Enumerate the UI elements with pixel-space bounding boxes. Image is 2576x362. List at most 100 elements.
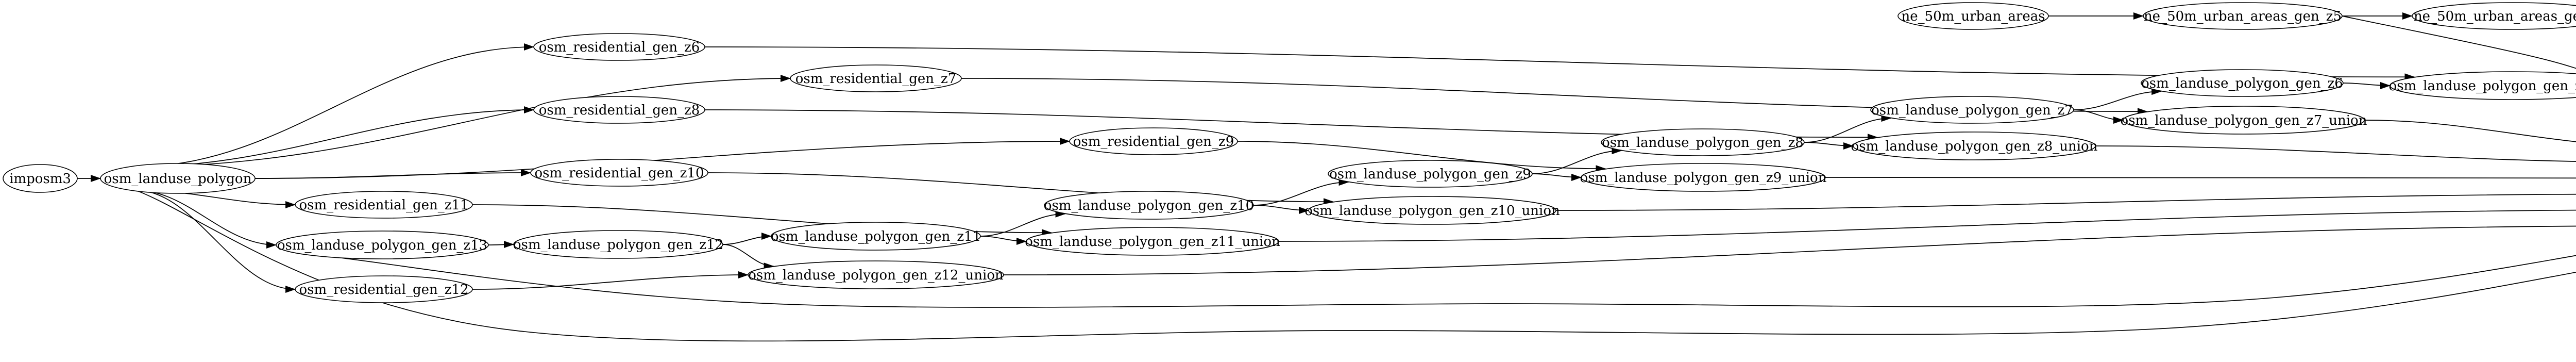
node-shape-osm_landuse_polygon_gen_z11_union [1026, 227, 1279, 256]
edge-osm_landuse_polygon_gen_z12-to-osm_landuse_polygon_gen_z12_union [722, 244, 774, 270]
node-shape-osm_residential_gen_z12 [295, 275, 473, 303]
node-label-osm_landuse_polygon_gen_z12_union: osm_landuse_polygon_gen_z12_union [748, 268, 1004, 283]
node-label-imposm3: imposm3 [9, 171, 71, 187]
node-osm_landuse_polygon_gen_z6_union: osm_landuse_polygon_gen_z6_union [2389, 71, 2576, 100]
node-shape-ne_50m_urban_areas_gen_z5 [2143, 2, 2343, 30]
edge-osm_landuse_polygon-to-osm_residential_gen_z6 [135, 43, 534, 168]
edge-osm_residential_gen_z6-to-osm_landuse_polygon_gen_z6_union [704, 46, 2415, 81]
edge-osm_residential_gen_z12-to-osm_landuse_polygon_gen_z12_union [472, 271, 749, 290]
edge-osm_landuse_polygon-to-osm_residential_gen_z7 [135, 75, 791, 168]
node-osm_landuse_polygon_gen_z9: osm_landuse_polygon_gen_z9 [1328, 160, 1533, 188]
node-shape-osm_landuse_polygon_gen_z7_union [2123, 106, 2365, 135]
edge-osm_landuse_polygon-to-osm_residential_gen_z8 [135, 106, 534, 168]
node-shape-ne_50m_urban_areas [1897, 2, 2049, 30]
edge-osm_landuse_polygon_gen_z9-to-osm_landuse_polygon_gen_z8 [1532, 147, 1622, 174]
node-shape-imposm3 [3, 164, 78, 193]
node-label-osm_landuse_polygon_gen_z6: osm_landuse_polygon_gen_z6 [2141, 76, 2343, 91]
node-osm_landuse_polygon_gen_z13: osm_landuse_polygon_gen_z13 [276, 231, 489, 259]
node-label-osm_residential_gen_z9: osm_residential_gen_z9 [1073, 134, 1234, 150]
node-label-osm_landuse_polygon: osm_landuse_polygon [104, 171, 252, 187]
edge-osm_landuse_polygon-to-osm_residential_gen_z10 [255, 169, 531, 179]
node-shape-ne_50m_urban_areas_gen_z4 [2412, 2, 2576, 30]
node-label-ne_50m_urban_areas: ne_50m_urban_areas [1901, 9, 2045, 24]
node-label-osm_landuse_polygon_gen_z10_union: osm_landuse_polygon_gen_z10_union [1304, 203, 1560, 219]
node-label-osm_landuse_polygon_gen_z13: osm_landuse_polygon_gen_z13 [277, 238, 487, 253]
node-label-osm_residential_gen_z11: osm_residential_gen_z11 [299, 198, 468, 213]
node-shape-osm_landuse_polygon_gen_z9 [1328, 160, 1533, 188]
node-osm_residential_gen_z9: osm_residential_gen_z9 [1069, 127, 1238, 155]
edge-osm_residential_gen_z10-to-osm_landuse_polygon_gen_z10_union [707, 172, 1334, 206]
node-label-osm_residential_gen_z12: osm_residential_gen_z12 [299, 282, 468, 298]
node-label-osm_landuse_polygon_gen_z9: osm_landuse_polygon_gen_z9 [1329, 167, 1531, 182]
edge-osm_landuse_polygon_gen_z9-to-osm_landuse_polygon_gen_z9_union [1532, 173, 1582, 181]
node-shape-osm_landuse_polygon_gen_z10 [1044, 191, 1254, 220]
node-ne_50m_urban_areas_gen_z4: ne_50m_urban_areas_gen_z4 [2412, 2, 2576, 30]
node-label-ne_50m_urban_areas_gen_z5: ne_50m_urban_areas_gen_z5 [2144, 9, 2342, 24]
edge-osm_landuse_polygon_gen_z8_union-to-layer_landuse:z8 [2095, 145, 2576, 162]
node-shape-osm_residential_gen_z10 [530, 159, 708, 187]
edge-layer [77, 12, 2576, 342]
edge-osm_landuse_polygon-to-layer_landuse:z14+ [135, 189, 2576, 342]
node-shape-osm_landuse_polygon_gen_z8 [1601, 128, 1805, 156]
edge-osm_landuse_polygon_gen_z10_union-to-layer_landuse:z10 [1555, 193, 2576, 211]
node-osm_landuse_polygon_gen_z12: osm_landuse_polygon_gen_z12 [513, 230, 723, 259]
node-osm_landuse_polygon_gen_z12_union: osm_landuse_polygon_gen_z12_union [748, 260, 1004, 289]
node-label-ne_50m_urban_areas_gen_z4: ne_50m_urban_areas_gen_z4 [2414, 9, 2576, 24]
node-imposm3: imposm3 [3, 164, 78, 193]
node-shape-osm_landuse_polygon_gen_z12_union [748, 260, 1004, 289]
node-shape-osm_residential_gen_z7 [790, 64, 962, 92]
node-label-osm_landuse_polygon_gen_z8: osm_landuse_polygon_gen_z8 [1602, 135, 1804, 151]
node-label-osm_landuse_polygon_gen_z7_union: osm_landuse_polygon_gen_z7_union [2121, 113, 2367, 128]
node-osm_landuse_polygon_gen_z8_union: osm_landuse_polygon_gen_z8_union [1851, 131, 2098, 160]
node-osm_landuse_polygon_gen_z9_union: osm_landuse_polygon_gen_z9_union [1580, 163, 1827, 192]
node-label-osm_landuse_polygon_gen_z7: osm_landuse_polygon_gen_z7 [1871, 103, 2073, 118]
node-osm_residential_gen_z6: osm_residential_gen_z6 [533, 33, 705, 61]
node-osm_landuse_polygon_gen_z8: osm_landuse_polygon_gen_z8 [1601, 128, 1805, 156]
node-osm_landuse_polygon_gen_z10: osm_landuse_polygon_gen_z10 [1044, 191, 1254, 220]
node-osm_landuse_polygon_gen_z11_union: osm_landuse_polygon_gen_z11_union [1025, 227, 1280, 256]
node-label-osm_landuse_polygon_gen_z12: osm_landuse_polygon_gen_z12 [513, 237, 723, 253]
node-shape-osm_landuse_polygon_gen_z13 [276, 231, 489, 259]
node-label-osm_landuse_polygon_gen_z11_union: osm_landuse_polygon_gen_z11_union [1025, 234, 1280, 250]
edge-osm_landuse_polygon_gen_z11-to-osm_landuse_polygon_gen_z10 [980, 210, 1066, 237]
node-shape-osm_landuse_polygon_gen_z6 [2141, 69, 2344, 97]
node-shape-osm_landuse_polygon_gen_z12 [513, 230, 723, 259]
node-osm_residential_gen_z12: osm_residential_gen_z12 [295, 275, 473, 303]
node-osm_landuse_polygon: osm_landuse_polygon [100, 163, 256, 194]
node-shape-osm_residential_gen_z8 [533, 96, 705, 124]
node-label-osm_residential_gen_z10: osm_residential_gen_z10 [534, 166, 704, 181]
node-label-osm_landuse_polygon_gen_z6_union: osm_landuse_polygon_gen_z6_union [2389, 78, 2576, 94]
edge-osm_landuse_polygon_gen_z9_union-to-layer_landuse:z9 [1825, 177, 2576, 179]
edge-osm_landuse_polygon_gen_z8-to-osm_landuse_polygon_gen_z8_union [1804, 142, 1854, 150]
node-osm_landuse_polygon_gen_z7_union: osm_landuse_polygon_gen_z7_union [2121, 106, 2367, 135]
node-label-osm_residential_gen_z8: osm_residential_gen_z8 [539, 103, 700, 118]
node-shape-osm_landuse_polygon [100, 163, 256, 194]
node-osm_landuse_polygon_gen_z7: osm_landuse_polygon_gen_z7 [1870, 96, 2074, 124]
edge-osm_landuse_polygon_gen_z7-to-osm_landuse_polygon_gen_z6 [2073, 88, 2162, 110]
node-shape-osm_residential_gen_z11 [295, 191, 473, 219]
node-ne_50m_urban_areas_gen_z5: ne_50m_urban_areas_gen_z5 [2143, 2, 2343, 30]
edge-osm_landuse_polygon_gen_z13-to-osm_landuse_polygon_gen_z12 [488, 241, 514, 249]
edge-osm_landuse_polygon_gen_z8-to-osm_landuse_polygon_gen_z7 [1804, 114, 1892, 143]
node-label-osm_residential_gen_z7: osm_residential_gen_z7 [795, 71, 957, 87]
edge-osm_landuse_polygon_gen_z7-to-osm_landuse_polygon_gen_z7_union [2073, 109, 2124, 124]
node-ne_50m_urban_areas: ne_50m_urban_areas [1897, 2, 2049, 30]
node-osm_residential_gen_z11: osm_residential_gen_z11 [295, 191, 473, 219]
node-osm_residential_gen_z8: osm_residential_gen_z8 [533, 96, 705, 124]
node-label-osm_residential_gen_z6: osm_residential_gen_z6 [539, 40, 700, 55]
node-shape-osm_landuse_polygon_gen_z11 [771, 222, 981, 251]
node-osm_landuse_polygon_gen_z11: osm_landuse_polygon_gen_z11 [771, 222, 981, 251]
node-shape-osm_landuse_polygon_gen_z6_union [2389, 71, 2576, 100]
node-shape-osm_landuse_polygon_gen_z9_union [1581, 163, 1826, 192]
edge-osm_landuse_polygon_gen_z10-to-osm_landuse_polygon_gen_z10_union [1253, 205, 1309, 214]
node-osm_residential_gen_z10: osm_residential_gen_z10 [530, 159, 708, 187]
node-osm_landuse_polygon_gen_z10_union: osm_landuse_polygon_gen_z10_union [1304, 196, 1560, 225]
edge-osm_landuse_polygon_gen_z7_union-to-layer_landuse:z7 [2364, 120, 2576, 142]
edge-osm_landuse_polygon-to-osm_residential_gen_z12 [135, 189, 296, 293]
node-osm_landuse_polygon_gen_z6: osm_landuse_polygon_gen_z6 [2141, 69, 2344, 97]
edge-osm_landuse_polygon-to-osm_landuse_polygon_gen_z13 [135, 189, 277, 249]
node-shape-osm_landuse_polygon_gen_z8_union [1853, 131, 2096, 160]
node-label-osm_landuse_polygon_gen_z9_union: osm_landuse_polygon_gen_z9_union [1580, 170, 1827, 186]
edge-osm_landuse_polygon_gen_z10-to-osm_landuse_polygon_gen_z9 [1253, 178, 1349, 206]
